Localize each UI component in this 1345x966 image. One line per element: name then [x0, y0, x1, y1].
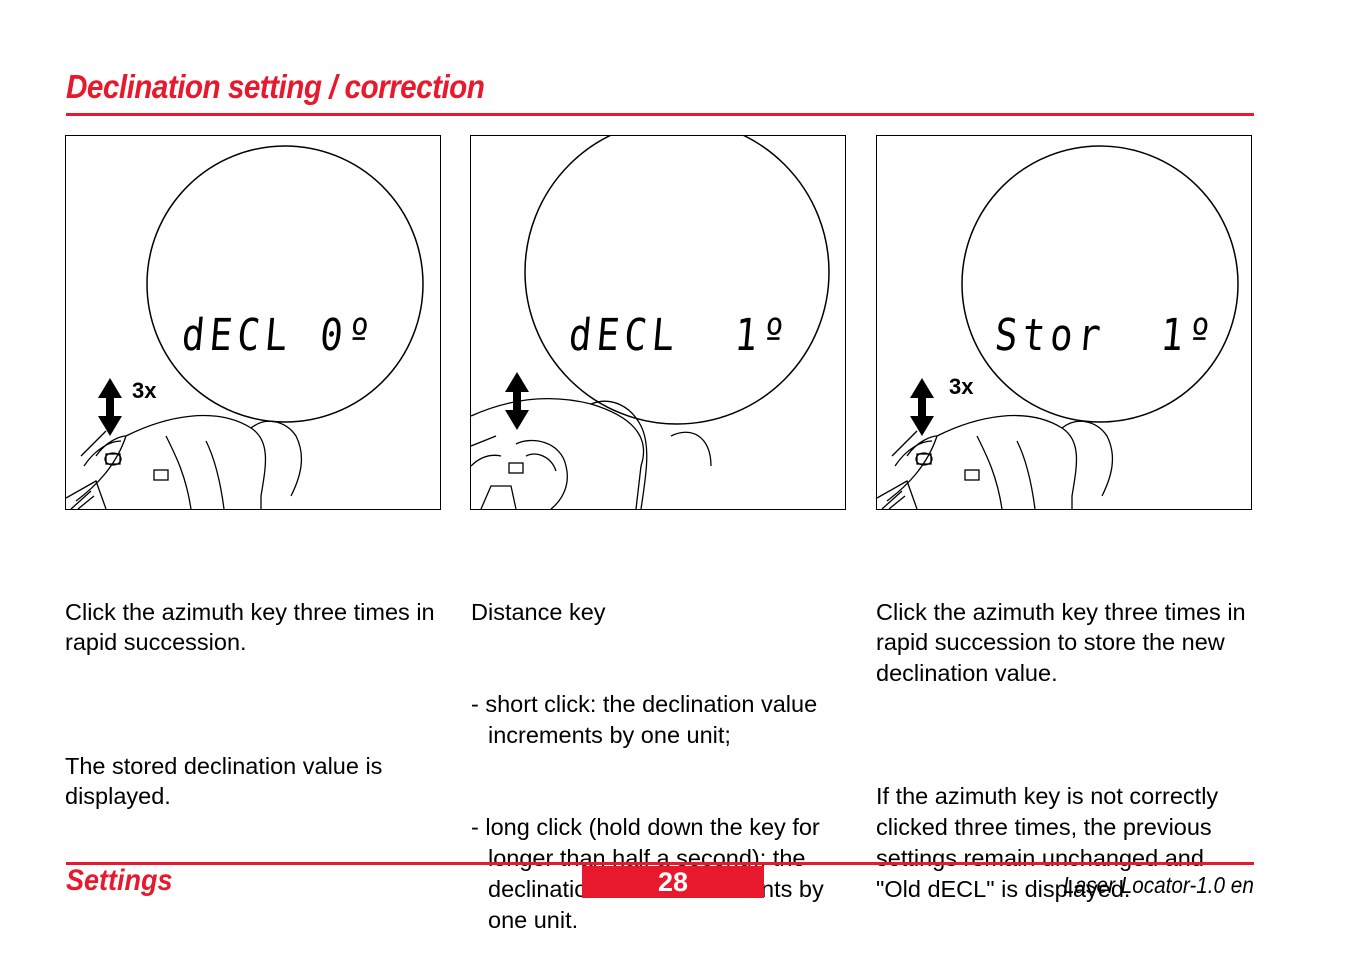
- lcd-readout-1: dECL 0º: [179, 310, 378, 361]
- footer-rule: [66, 862, 1254, 865]
- footer-product-name: Laser Locator-1.0 en: [1063, 872, 1254, 898]
- text-column-3: Click the azimuth key three times in rap…: [876, 535, 1254, 966]
- illustration-panel-3: Stor 1º 3x: [876, 135, 1252, 510]
- text-column-1: Click the azimuth key three times in rap…: [65, 535, 435, 874]
- header-rule: [66, 113, 1254, 116]
- column-heading: Distance key: [471, 598, 606, 625]
- illustration-panel-1: dECL 0º 3x: [65, 135, 441, 510]
- lcd-readout-2: dECL 1º: [566, 310, 793, 361]
- up-down-arrow-icon: [98, 378, 122, 436]
- click-count-label-1: 3x: [132, 378, 157, 403]
- up-down-arrow-icon: [910, 378, 934, 436]
- page-title: Declination setting / correction: [66, 68, 485, 105]
- instruction-paragraph: The stored declination value is displaye…: [65, 752, 389, 810]
- viewfinder-illustration-2: [471, 136, 830, 509]
- instruction-paragraph: Click the azimuth key three times in rap…: [876, 598, 1253, 687]
- viewfinder-illustration-3: [877, 145, 1239, 509]
- illustration-panel-2: dECL 1º: [470, 135, 846, 510]
- page-number: 28: [582, 866, 764, 898]
- instruction-paragraph: Click the azimuth key three times in rap…: [65, 598, 442, 656]
- lcd-readout-3: Stor 1º: [992, 310, 1219, 361]
- text-column-2: Distance key - short click: the declinat…: [471, 535, 843, 966]
- click-count-label-3: 3x: [949, 374, 974, 399]
- viewfinder-illustration-1: [66, 145, 424, 509]
- list-item: - short click: the declination value inc…: [471, 690, 824, 748]
- instruction-paragraph: If the azimuth key is not correctly clic…: [876, 783, 1225, 902]
- footer-section-title: Settings: [66, 864, 173, 897]
